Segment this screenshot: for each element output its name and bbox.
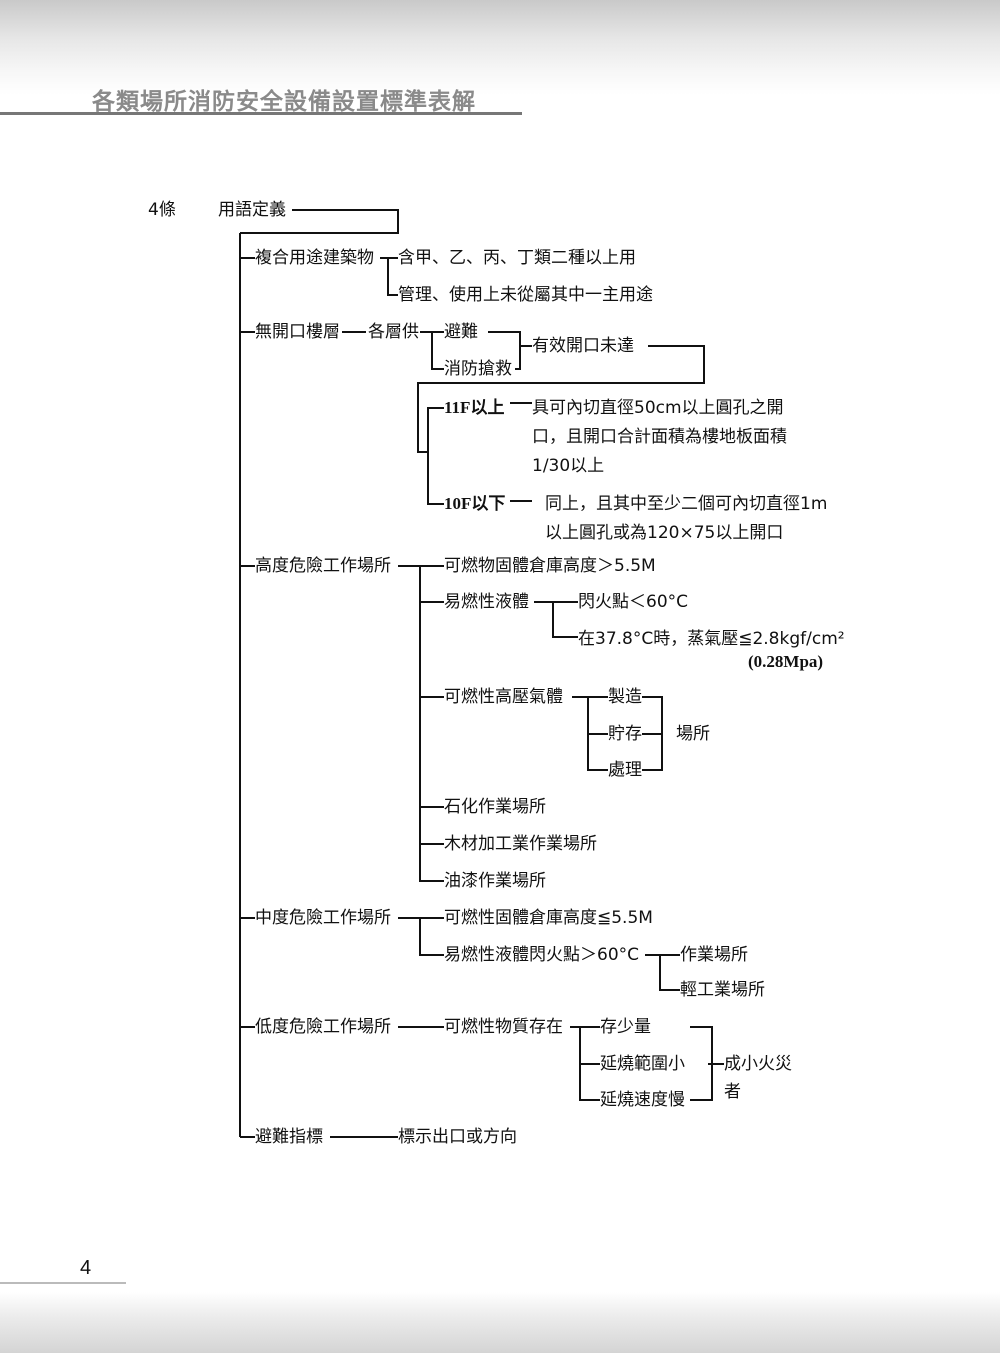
leaf-text: 含甲、乙、丙、丁類二種以上用 (398, 248, 636, 268)
node-text: 有效開口未達 (532, 336, 634, 356)
header-band (0, 0, 1000, 95)
leaf-text: 石化作業場所 (444, 797, 546, 817)
leaf-text: 管理、使用上未從屬其中一主用途 (398, 285, 653, 305)
leaf-text: 可燃物固體倉庫高度＞5.5M (444, 556, 656, 576)
leaf-text: 口，且開口合計面積為樓地板面積 (532, 427, 787, 447)
leaf-text: 場所 (676, 724, 710, 744)
leaf-text: 油漆作業場所 (444, 871, 546, 891)
leaf-text: 標示出口或方向 (398, 1127, 517, 1147)
node-no-opening-floor: 無開口樓層 (255, 322, 340, 342)
footer-divider (0, 1282, 126, 1284)
header-divider (0, 112, 522, 115)
page-number: 4 (80, 1257, 92, 1279)
leaf-text: 延燒範圍小 (600, 1054, 685, 1074)
leaf-text: 閃火點＜60°C (578, 592, 689, 612)
node-mixed-use: 複合用途建築物 (255, 248, 374, 268)
leaf-text: 者 (724, 1082, 741, 1102)
leaf-text: 同上，且其中至少二個可內切直徑1m (545, 494, 828, 514)
node-medium-hazard: 中度危險工作場所 (255, 908, 391, 928)
root-term-definition: 用語定義 (218, 200, 286, 220)
article-number: 4條 (148, 200, 176, 220)
node-text: 可燃性物質存在 (444, 1017, 563, 1037)
leaf-text: 避難 (444, 322, 478, 342)
leaf-text: 處理 (608, 760, 642, 780)
leaf-text: 1/30以上 (532, 456, 605, 476)
leaf-text: 延燒速度慢 (600, 1090, 685, 1110)
leaf-text: 具可內切直徑50cm以上圓孔之開 (532, 398, 784, 418)
node-text: 11F以上 (444, 398, 505, 417)
leaf-text: (0.28Mpa) (748, 652, 824, 671)
leaf-text: 木材加工業作業場所 (444, 834, 597, 854)
page-title: 各類場所消防安全設備設置標準表解 (92, 88, 476, 115)
leaf-text: 存少量 (600, 1017, 651, 1037)
leaf-text: 貯存 (608, 724, 642, 744)
node-high-hazard: 高度危險工作場所 (255, 556, 391, 576)
node-text: 易燃性液體閃火點＞60°C (444, 945, 640, 965)
leaf-text: 在37.8°C時，蒸氣壓≦2.8kgf/cm² (578, 629, 845, 649)
leaf-text: 製造 (608, 687, 642, 707)
leaf-text: 以上圓孔或為120×75以上開口 (545, 523, 784, 543)
node-exit-sign: 避難指標 (255, 1127, 323, 1147)
node-text: 可燃性高壓氣體 (444, 687, 563, 707)
node-text: 易燃性液體 (444, 592, 529, 612)
node-text: 各層供 (368, 322, 419, 342)
node-low-hazard: 低度危險工作場所 (255, 1017, 391, 1037)
leaf-text: 成小火災 (724, 1054, 792, 1074)
leaf-text: 輕工業場所 (680, 980, 765, 1000)
leaf-text: 作業場所 (680, 945, 748, 965)
leaf-text: 消防搶救 (444, 359, 512, 379)
footer-band (0, 1292, 1000, 1353)
node-text: 10F以下 (444, 494, 506, 513)
leaf-text: 可燃性固體倉庫高度≦5.5M (444, 908, 653, 928)
